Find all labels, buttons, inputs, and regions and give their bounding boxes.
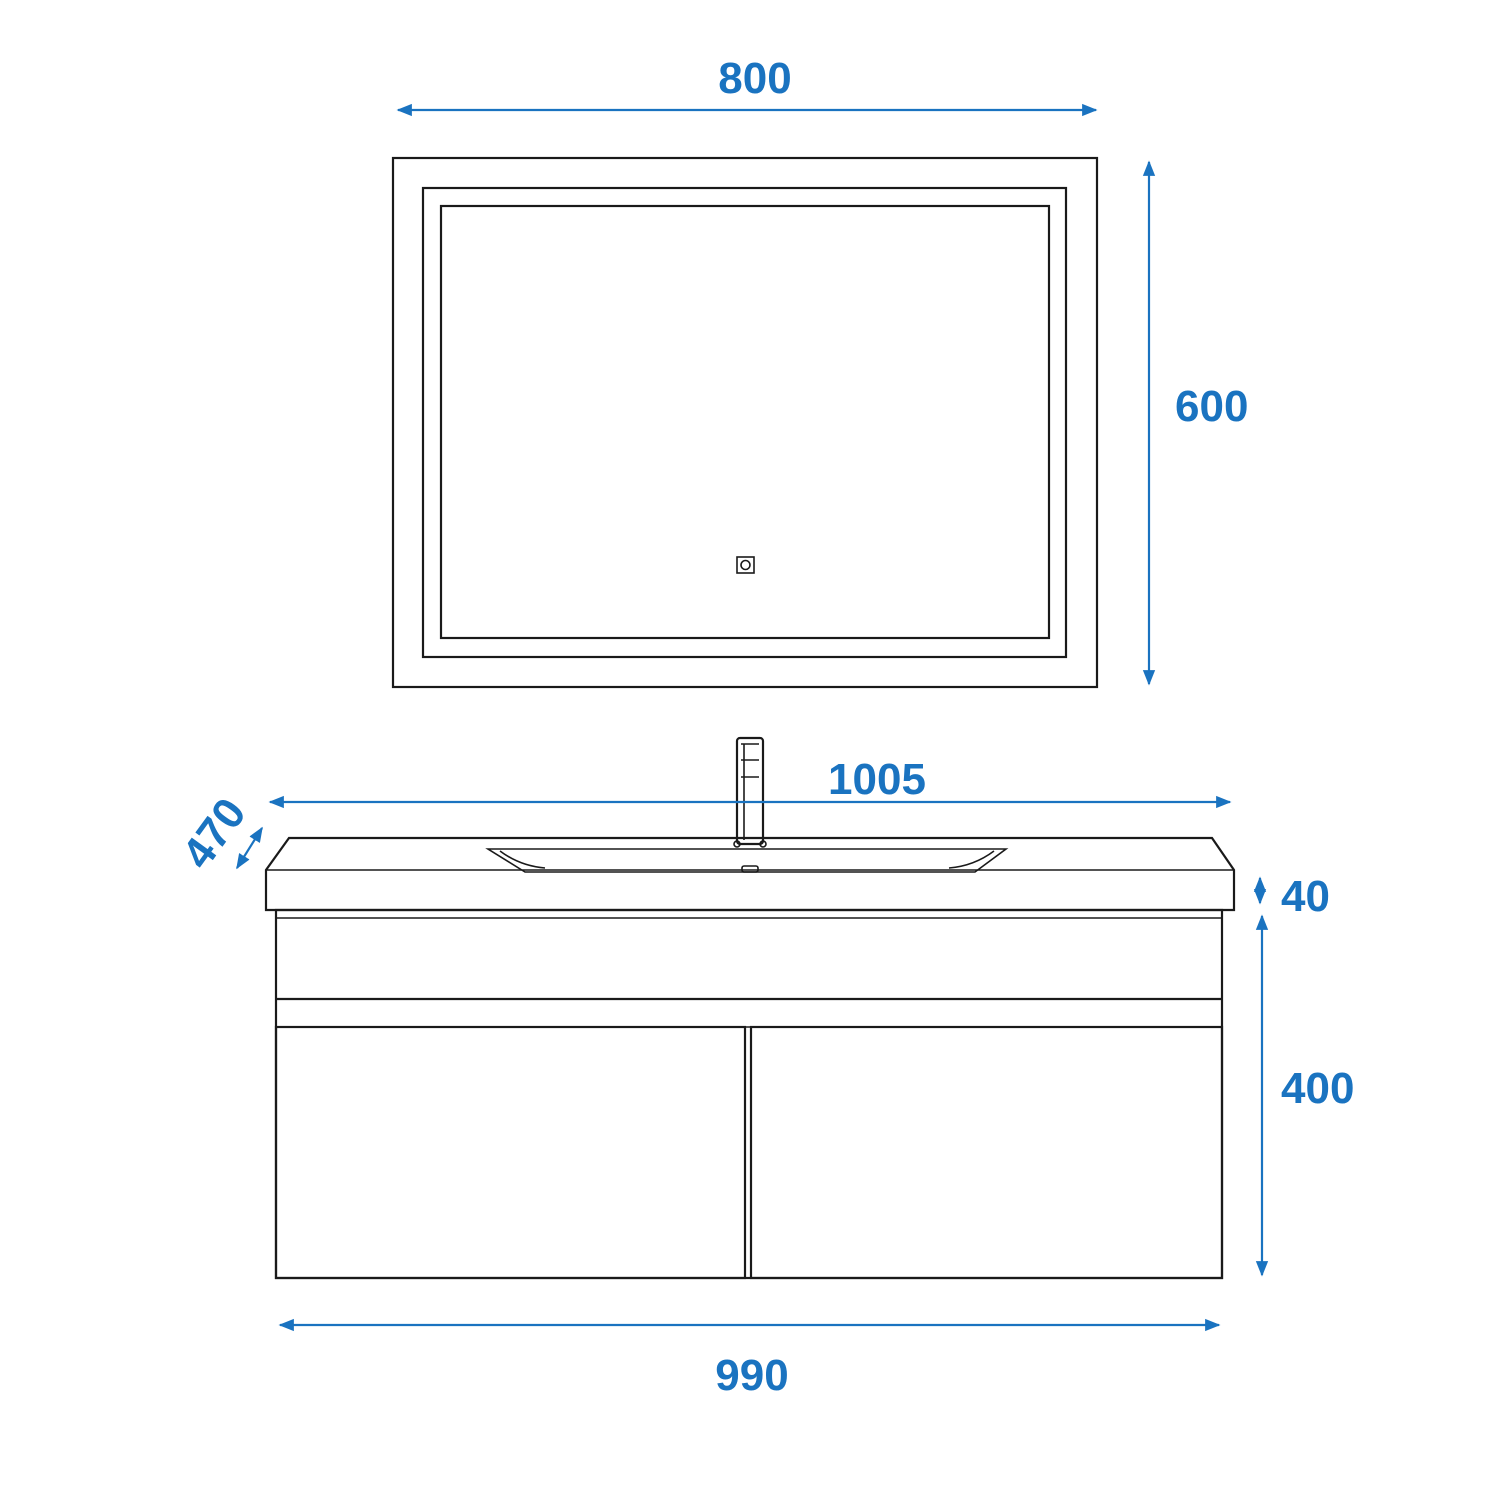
cabinet-height-label: 400 xyxy=(1281,1064,1354,1113)
cabinet-height-dimension: 400 xyxy=(1255,914,1354,1277)
mirror-outer-frame xyxy=(391,156,1099,689)
depth-label: 470 xyxy=(173,789,256,877)
faucet-icon xyxy=(733,736,767,873)
cabinet-width-dimension: 990 xyxy=(278,1318,1221,1400)
cabinet-width-label: 990 xyxy=(715,1351,788,1400)
countertop-thickness-dimension: 40 xyxy=(1253,872,1330,921)
countertop-thickness-label: 40 xyxy=(1281,872,1330,921)
mirror-height-label: 600 xyxy=(1175,382,1248,431)
countertop-basin xyxy=(264,836,1236,912)
countertop-width-dimension: 1005 xyxy=(268,755,1232,809)
cabinet xyxy=(274,908,1224,1280)
depth-dimension: 470 xyxy=(173,789,263,878)
mirror-height-dimension: 600 xyxy=(1142,160,1248,686)
mirror-width-dimension: 800 xyxy=(396,54,1098,117)
cabinet-door-left xyxy=(274,1025,747,1280)
mirror-glass xyxy=(439,204,1051,640)
vanity xyxy=(264,736,1236,1280)
touch-switch-icon xyxy=(736,556,755,574)
mirror-width-label: 800 xyxy=(718,54,791,103)
countertop-width-label: 1005 xyxy=(828,755,926,804)
cabinet-door-right xyxy=(749,1025,1224,1280)
mirror xyxy=(391,156,1099,689)
cabinet-body xyxy=(274,908,1224,1280)
mirror-middle-frame xyxy=(421,186,1068,659)
